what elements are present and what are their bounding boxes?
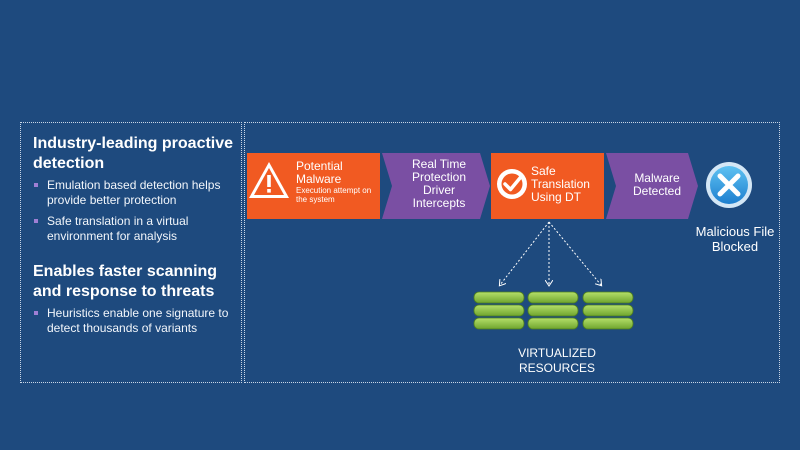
heading-faster-scanning: Enables faster scanning and response to …	[33, 263, 218, 300]
potential-malware-title: Potential Malware	[296, 159, 343, 186]
virtualized-resources-label: VIRTUALIZED RESOURCES	[518, 346, 596, 375]
database-stack-icon	[527, 291, 579, 330]
file-blocked-label: Malicious File Blocked	[695, 224, 775, 254]
malware-detected-chevron	[606, 153, 698, 219]
database-stack-icon	[582, 291, 634, 330]
real-time-chevron	[382, 153, 490, 219]
check-circle-icon	[497, 169, 527, 199]
bullet-heuristics: Heuristics enable one signature to detec…	[33, 306, 238, 336]
malware-detected-label: Malware Detected	[632, 171, 682, 198]
potential-malware-subtitle: Execution attempt on the system	[296, 186, 372, 204]
database-stack-icon	[473, 291, 525, 330]
bullet-list: Emulation based detection helps provide …	[33, 178, 238, 244]
resource-arrows	[500, 221, 601, 285]
bullet-emulation: Emulation based detection helps provide …	[33, 178, 238, 208]
blocked-x-icon	[706, 162, 752, 208]
features-panel: Industry-leading proactive detection Emu…	[20, 122, 242, 383]
bullet-list: Heuristics enable one signature to detec…	[33, 306, 238, 336]
warning-icon	[249, 162, 289, 198]
real-time-label: Real Time Protection Driver Intercepts	[411, 157, 467, 210]
potential-malware-label: Potential Malware Execution attempt on t…	[296, 159, 378, 205]
safe-translation-label: Safe Translation Using DT	[531, 164, 590, 204]
flow-panel	[244, 122, 780, 383]
heading-proactive-detection: Industry-leading proactive detection	[33, 135, 234, 172]
bullet-safe-translation: Safe translation in a virtual environmen…	[33, 214, 238, 244]
